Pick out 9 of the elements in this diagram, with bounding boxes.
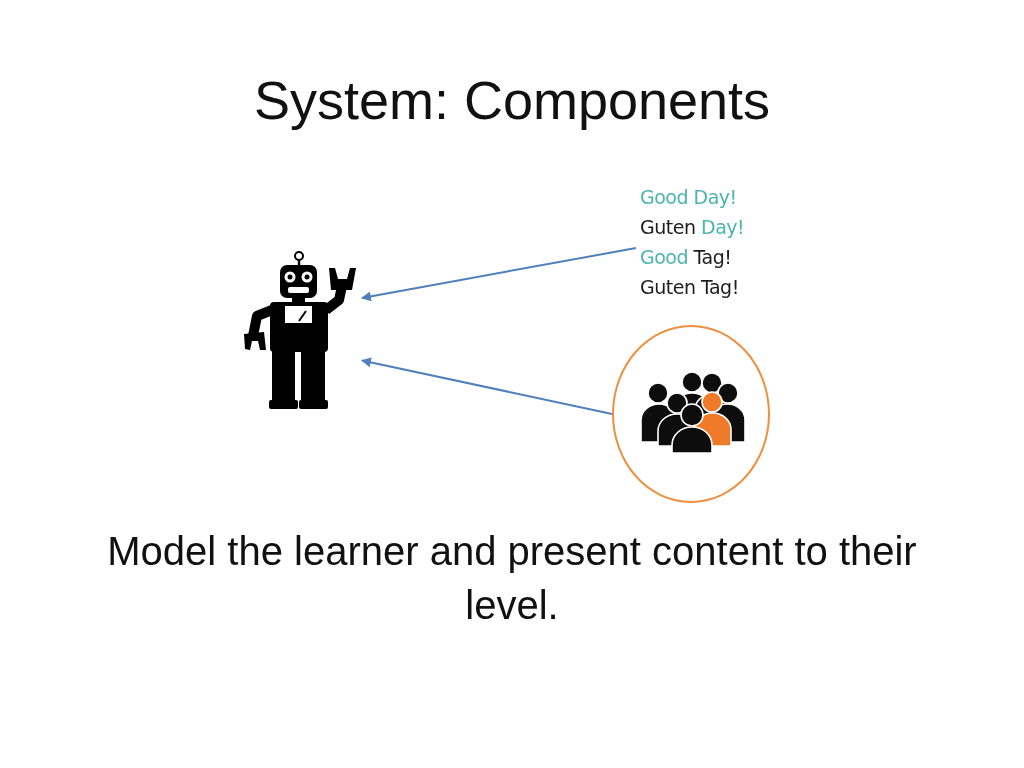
arrow	[361, 247, 637, 302]
greeting-text: Good Tag!	[640, 245, 732, 270]
slide-title: System: Components	[253, 69, 771, 132]
arrow	[361, 357, 613, 415]
robot-icon	[244, 250, 356, 410]
caption-text: Model the learner and present content to their level.	[106, 528, 918, 629]
greeting-text: Good Day!	[640, 185, 737, 210]
greeting-text: Guten Tag!	[640, 275, 739, 300]
greeting-text: Guten Day!	[640, 215, 745, 240]
